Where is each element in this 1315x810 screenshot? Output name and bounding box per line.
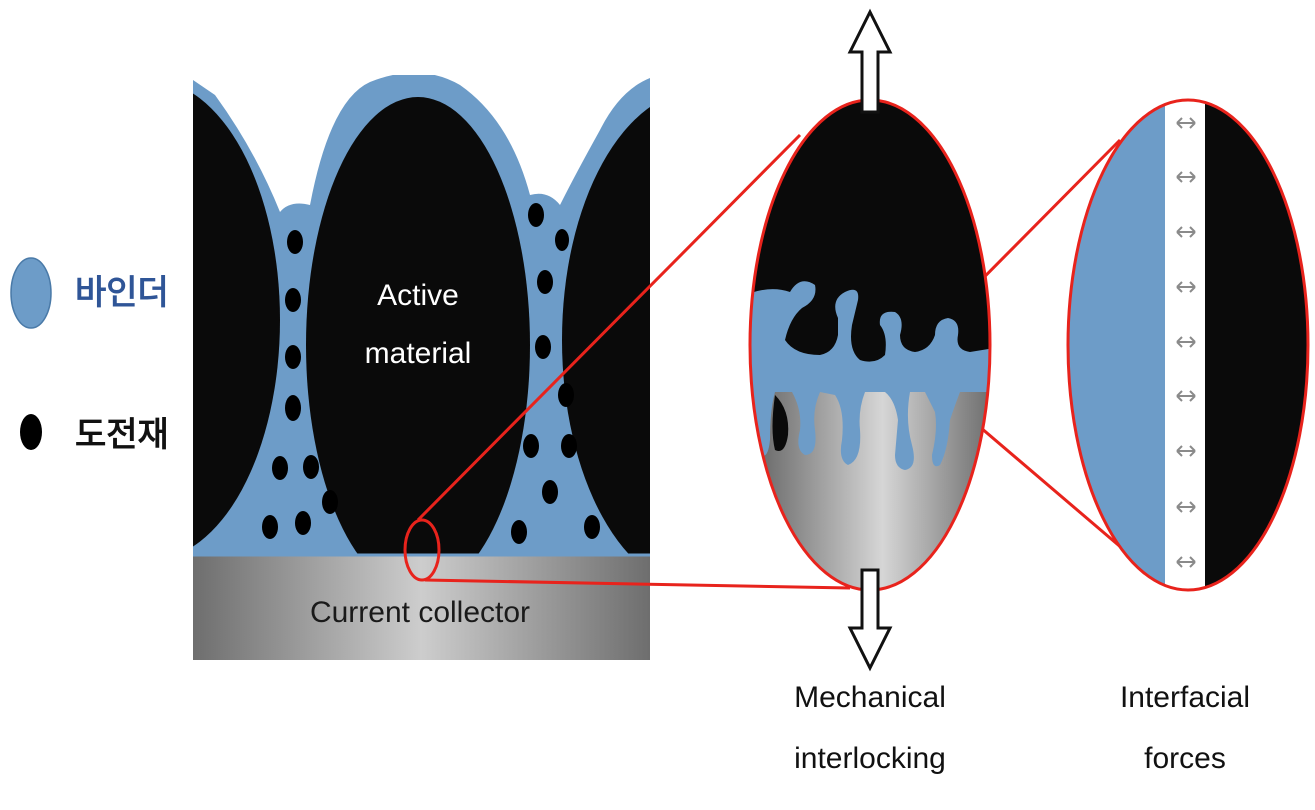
current-collector-label: Current collector xyxy=(310,596,530,629)
active-particle-right xyxy=(562,107,650,573)
double-arrow-icon xyxy=(1176,336,1196,348)
interfacial-forces-label-line2: forces xyxy=(1144,742,1226,775)
double-arrow-icon xyxy=(1176,556,1196,568)
active-material-label-line2: material xyxy=(365,337,472,370)
active-material-label-line1: Active xyxy=(377,279,459,312)
active-particle-center xyxy=(306,97,530,593)
double-arrow-icon xyxy=(1176,501,1196,513)
conductive-legend-swatch xyxy=(20,414,42,450)
binder-legend-label: 바인더 xyxy=(75,273,169,313)
force-arrow-down-icon xyxy=(847,568,893,672)
mechanical-interlocking-label-line2: interlocking xyxy=(794,742,946,775)
current-collector xyxy=(193,555,650,660)
double-arrow-icon xyxy=(1176,281,1196,293)
active-particle-left xyxy=(193,93,280,547)
legend: 바인더 도전재 xyxy=(10,257,169,455)
conductive-particles-right xyxy=(511,203,600,544)
double-arrow-icon xyxy=(1176,445,1196,457)
interfacial-forces-label-line1: Interfacial xyxy=(1120,681,1250,714)
conductive-particles-left xyxy=(262,230,338,539)
interfacial-force-arrows xyxy=(1176,117,1196,568)
double-arrow-icon xyxy=(1176,390,1196,402)
mechanical-interlocking-label-line1: Mechanical xyxy=(794,681,946,714)
zoom-source-circle xyxy=(403,518,441,582)
double-arrow-icon xyxy=(1176,226,1196,238)
electrode-panel xyxy=(193,75,650,660)
interfacial-forces-zoom xyxy=(1066,98,1310,592)
double-arrow-icon xyxy=(1176,171,1196,183)
conductive-legend-label: 도전재 xyxy=(75,415,169,455)
mechanical-interlocking-zoom xyxy=(748,98,992,592)
force-arrow-up-icon xyxy=(847,8,893,114)
double-arrow-icon xyxy=(1176,117,1196,129)
binder-legend-swatch xyxy=(10,257,52,329)
